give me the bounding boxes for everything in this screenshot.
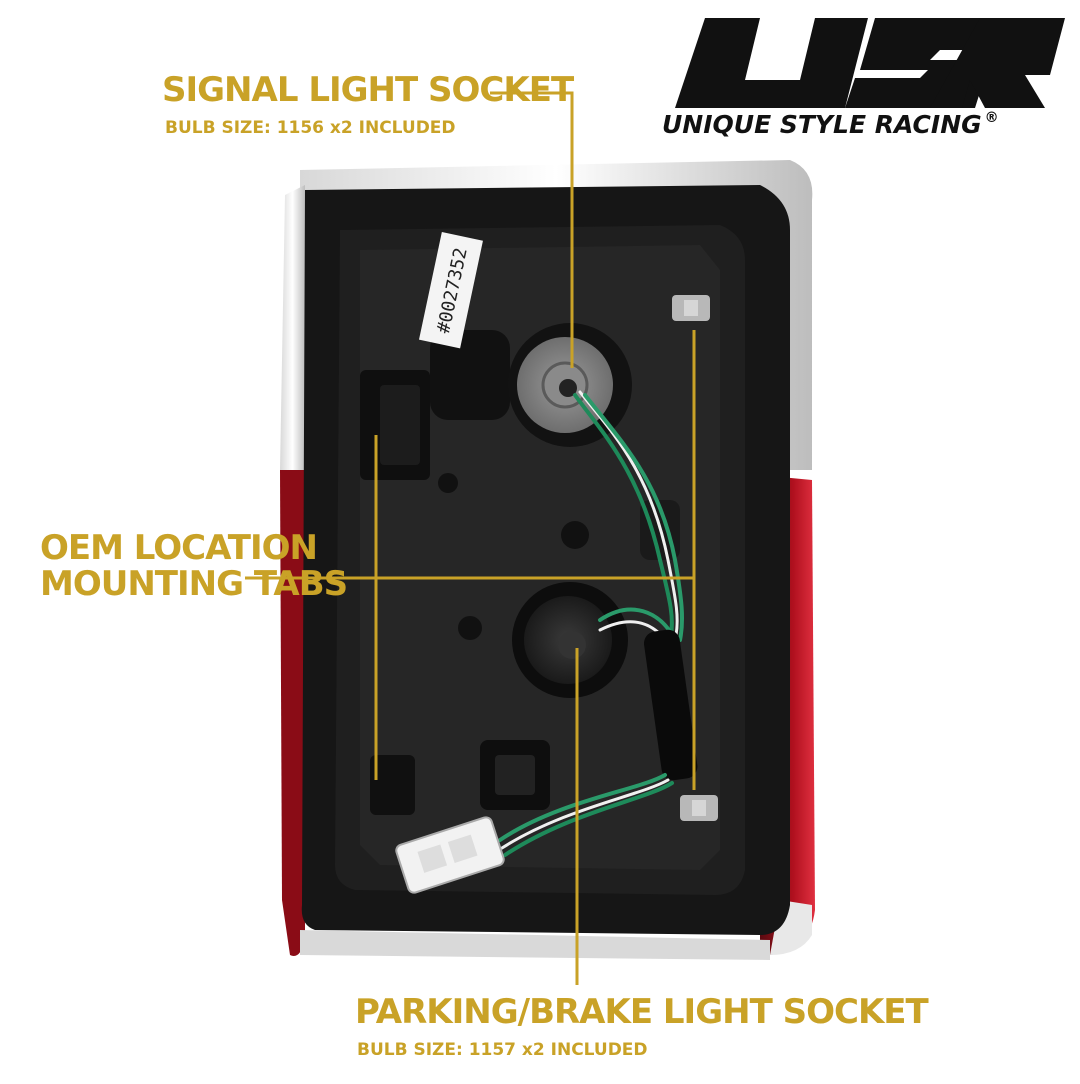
usr-logo bbox=[675, 18, 1065, 108]
callout-lines bbox=[245, 91, 696, 985]
logo-tagline: UNIQUE STYLE RACING® bbox=[662, 110, 999, 139]
parking-socket-subtitle: BULB SIZE: 1157 x2 INCLUDED bbox=[357, 1040, 648, 1060]
logo-tagline-text: UNIQUE STYLE RACING bbox=[662, 110, 982, 139]
mounting-tabs-line2: MOUNTING TABS bbox=[40, 564, 348, 604]
signal-callout-line bbox=[490, 91, 574, 368]
registered-mark: ® bbox=[984, 110, 999, 126]
parking-socket-title: PARKING/BRAKE LIGHT SOCKET bbox=[355, 992, 929, 1032]
mounting-tabs-line1: OEM LOCATION bbox=[40, 528, 318, 568]
signal-socket-subtitle: BULB SIZE: 1156 x2 INCLUDED bbox=[165, 118, 456, 138]
connector-plug-icon bbox=[395, 816, 505, 894]
bulb-socket-icon bbox=[512, 582, 628, 698]
part-number-sticker: #0027352 bbox=[419, 232, 483, 349]
mounting-stud-icon bbox=[672, 295, 710, 321]
mounting-stud-icon bbox=[680, 795, 718, 821]
signal-socket-title: SIGNAL LIGHT SOCKET bbox=[162, 70, 574, 110]
wire-harness-icon bbox=[498, 390, 698, 857]
housing bbox=[301, 185, 790, 935]
